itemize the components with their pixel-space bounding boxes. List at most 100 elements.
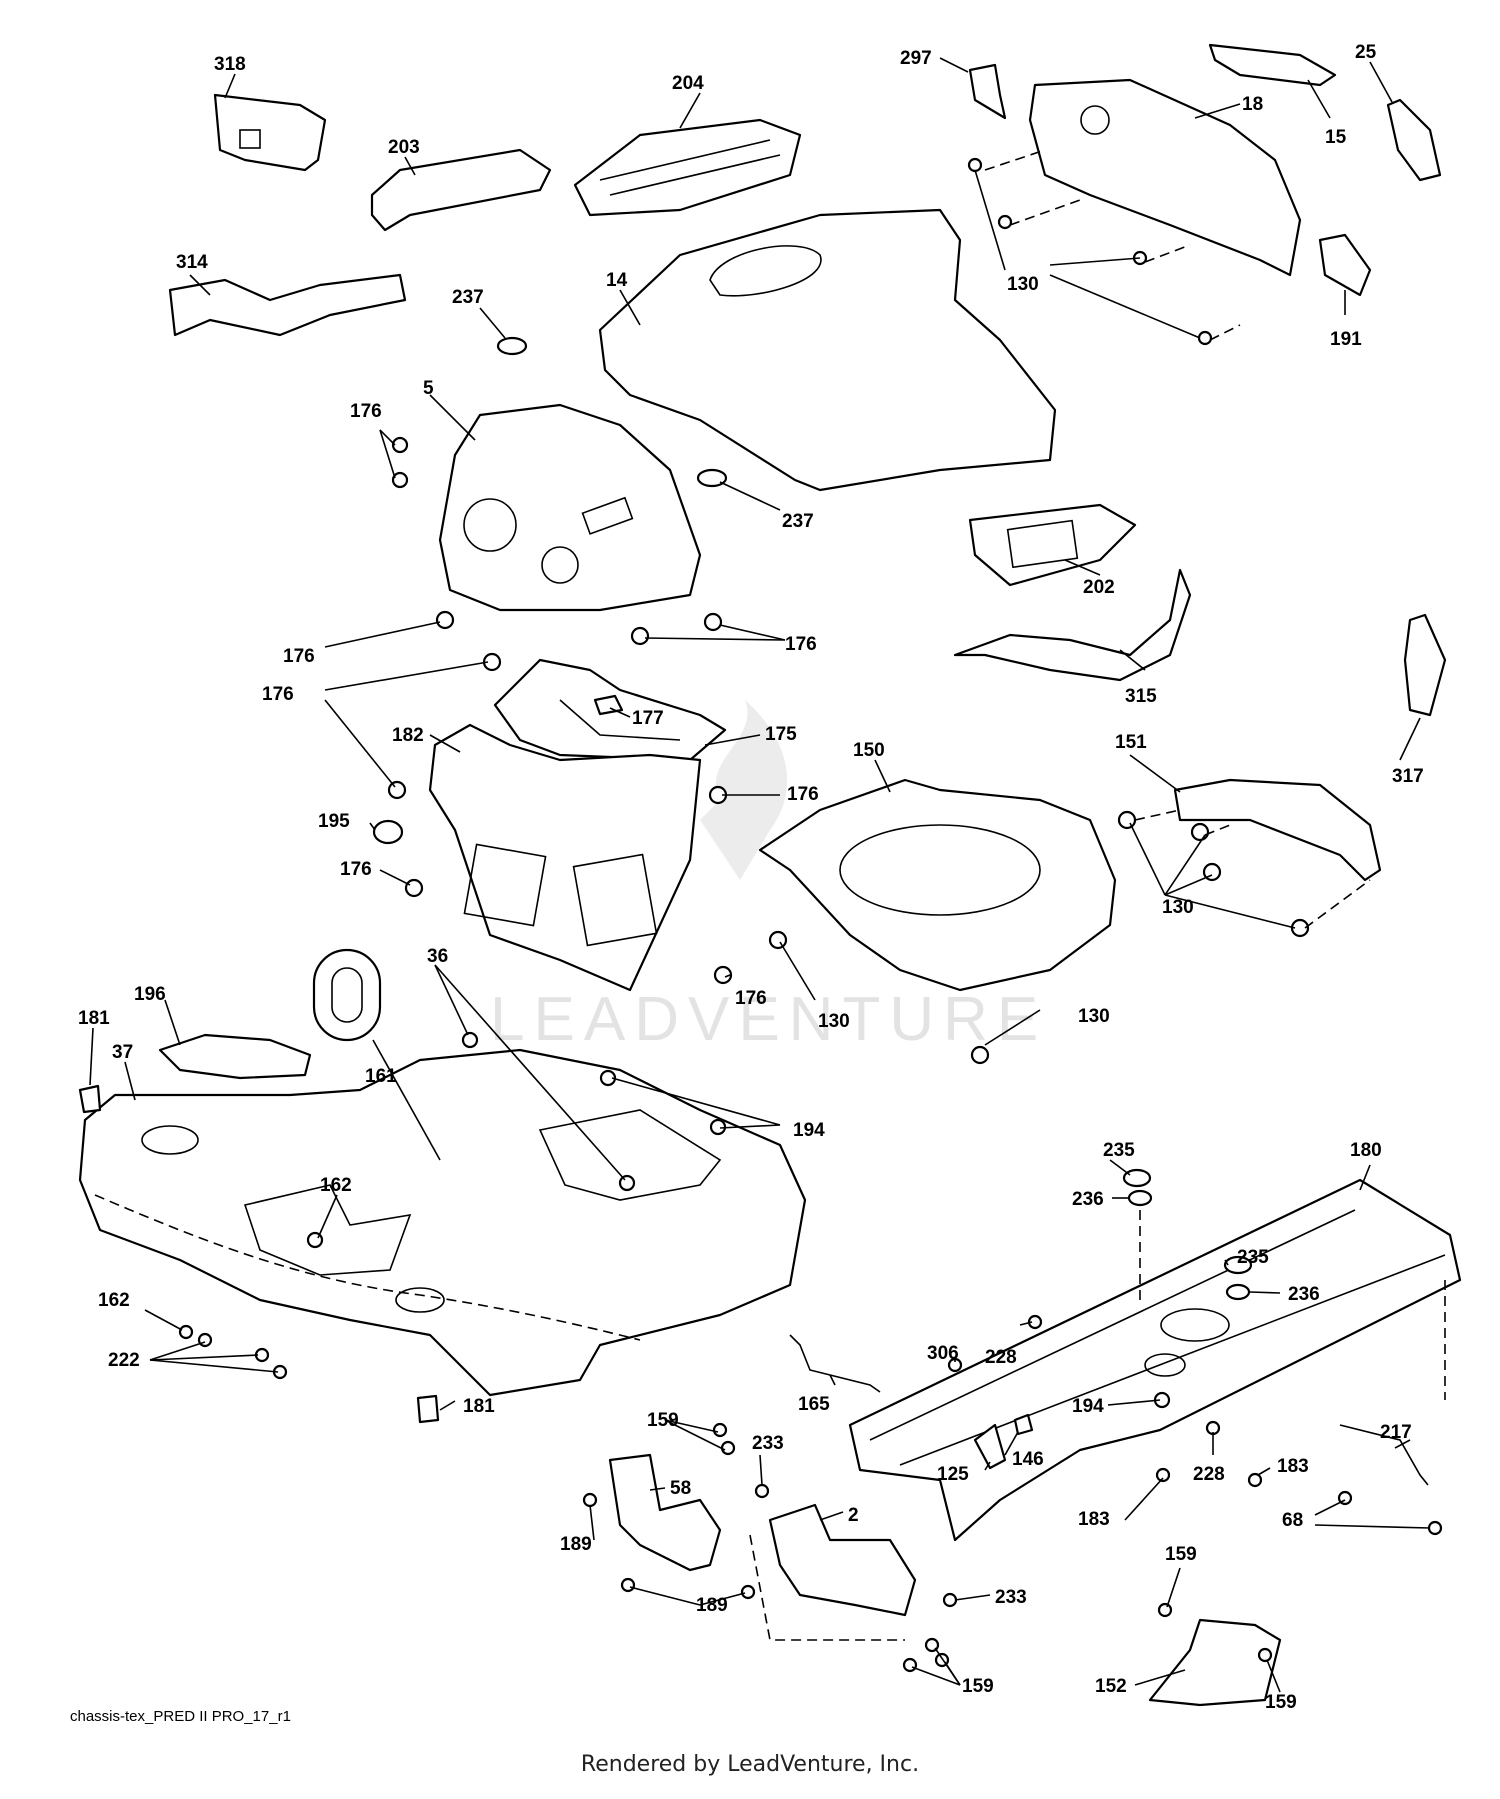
callout-181a: 181 xyxy=(78,1008,110,1029)
watermark: LEADVENTURE xyxy=(490,700,1047,1054)
callout-203: 203 xyxy=(388,137,420,158)
callout-25: 25 xyxy=(1355,42,1377,63)
callout-297: 297 xyxy=(900,48,932,69)
callout-146: 146 xyxy=(1012,1449,1044,1470)
callout-182: 182 xyxy=(392,725,424,746)
callout-130a: 130 xyxy=(1007,274,1039,295)
callout-162a: 162 xyxy=(320,1175,352,1196)
callout-195: 195 xyxy=(318,811,350,832)
callout-217: 217 xyxy=(1380,1422,1412,1443)
part-161-inset xyxy=(312,948,382,1042)
part-235a-shape xyxy=(1122,1168,1152,1188)
callout-189b: 189 xyxy=(696,1595,728,1616)
callout-181b: 181 xyxy=(463,1396,495,1417)
callout-159b: 159 xyxy=(962,1676,994,1697)
callout-318: 318 xyxy=(214,54,246,75)
callout-130b: 130 xyxy=(1162,897,1194,918)
callout-161: 161 xyxy=(365,1066,397,1087)
rendered-by: Rendered by LeadVenture, Inc. xyxy=(580,1752,920,1777)
callout-176a: 176 xyxy=(350,401,382,422)
part-15-shape xyxy=(1208,43,1337,87)
callout-233b: 233 xyxy=(995,1587,1027,1608)
part-297-shape xyxy=(968,63,1007,120)
fasteners xyxy=(178,157,1443,1673)
callout-236a: 236 xyxy=(1072,1189,1104,1210)
callout-306: 306 xyxy=(927,1343,959,1364)
callout-2: 2 xyxy=(848,1505,859,1526)
diagram-code: chassis-tex_PRED II PRO_17_r1 xyxy=(70,1708,291,1725)
part-237a-shape xyxy=(496,336,528,356)
callout-175: 175 xyxy=(765,724,797,745)
callout-58: 58 xyxy=(670,1478,691,1499)
callout-151: 151 xyxy=(1115,732,1147,753)
callout-152: 152 xyxy=(1095,1676,1127,1697)
callout-130d: 130 xyxy=(1078,1006,1110,1027)
watermark-text: LEADVENTURE xyxy=(490,985,1047,1054)
callout-194b: 194 xyxy=(1072,1396,1104,1417)
callout-317: 317 xyxy=(1392,766,1424,787)
callout-314: 314 xyxy=(176,252,208,273)
callout-202: 202 xyxy=(1083,577,1115,598)
callouts: 318 203 204 297 25 18 15 314 237 14 130 … xyxy=(78,42,1424,1713)
part-37-shape xyxy=(78,1048,807,1397)
part-204-shape xyxy=(573,118,802,217)
part-14-shape xyxy=(598,208,1057,492)
callout-159d: 159 xyxy=(1265,1692,1297,1713)
part-318-shape xyxy=(213,93,327,172)
callout-176g: 176 xyxy=(735,988,767,1009)
callout-204: 204 xyxy=(672,73,704,94)
callout-235a: 235 xyxy=(1103,1140,1135,1161)
leader-lines xyxy=(89,57,1431,1693)
part-317-shape xyxy=(1403,613,1447,717)
part-5-shape xyxy=(438,403,702,612)
callout-130c: 130 xyxy=(818,1011,850,1032)
callout-191: 191 xyxy=(1330,329,1362,350)
part-217-shape xyxy=(1339,1424,1429,1486)
callout-235b: 235 xyxy=(1237,1247,1269,1268)
callout-189a: 189 xyxy=(560,1534,592,1555)
callout-196: 196 xyxy=(134,984,166,1005)
part-182-shape xyxy=(428,723,702,992)
watermark-logo xyxy=(700,700,788,880)
callout-315: 315 xyxy=(1125,686,1157,707)
callout-176e: 176 xyxy=(787,784,819,805)
callout-236b: 236 xyxy=(1288,1284,1320,1305)
part-236b-shape xyxy=(1225,1283,1251,1301)
part-150-shape xyxy=(758,778,1117,992)
part-315-shape xyxy=(953,568,1192,682)
part-235b-shape xyxy=(1223,1255,1253,1275)
callout-5: 5 xyxy=(423,378,434,399)
callout-237b: 237 xyxy=(782,511,814,532)
callout-228a: 228 xyxy=(985,1347,1017,1368)
part-125-shape xyxy=(973,1423,1007,1470)
callout-176d: 176 xyxy=(262,684,294,705)
callout-183a: 183 xyxy=(1277,1456,1309,1477)
callout-125: 125 xyxy=(937,1464,969,1485)
part-152-shape xyxy=(1148,1618,1282,1707)
callout-237a: 237 xyxy=(452,287,484,308)
part-202-shape xyxy=(968,503,1137,587)
callout-150: 150 xyxy=(853,740,885,761)
callout-162b: 162 xyxy=(98,1290,130,1311)
part-151-shape xyxy=(1173,778,1382,882)
part-236a-shape xyxy=(1127,1189,1153,1207)
parts-artwork xyxy=(78,43,1462,1707)
part-196-shape xyxy=(158,1033,312,1080)
callout-180: 180 xyxy=(1350,1140,1382,1161)
part-314-shape xyxy=(168,273,407,337)
part-195-shape xyxy=(372,819,404,845)
part-181b-shape xyxy=(416,1394,440,1424)
callout-15: 15 xyxy=(1325,127,1347,148)
callout-36: 36 xyxy=(427,946,448,967)
callout-222: 222 xyxy=(108,1350,140,1371)
callout-176c: 176 xyxy=(785,634,817,655)
part-18-shape xyxy=(1028,78,1302,277)
callout-14: 14 xyxy=(606,270,628,291)
part-58-shape xyxy=(608,1453,722,1572)
part-25-shape xyxy=(1386,98,1442,182)
callout-165: 165 xyxy=(798,1394,830,1415)
callout-68: 68 xyxy=(1282,1510,1303,1531)
part-181a-shape xyxy=(78,1084,102,1114)
part-165-shape xyxy=(789,1334,881,1393)
